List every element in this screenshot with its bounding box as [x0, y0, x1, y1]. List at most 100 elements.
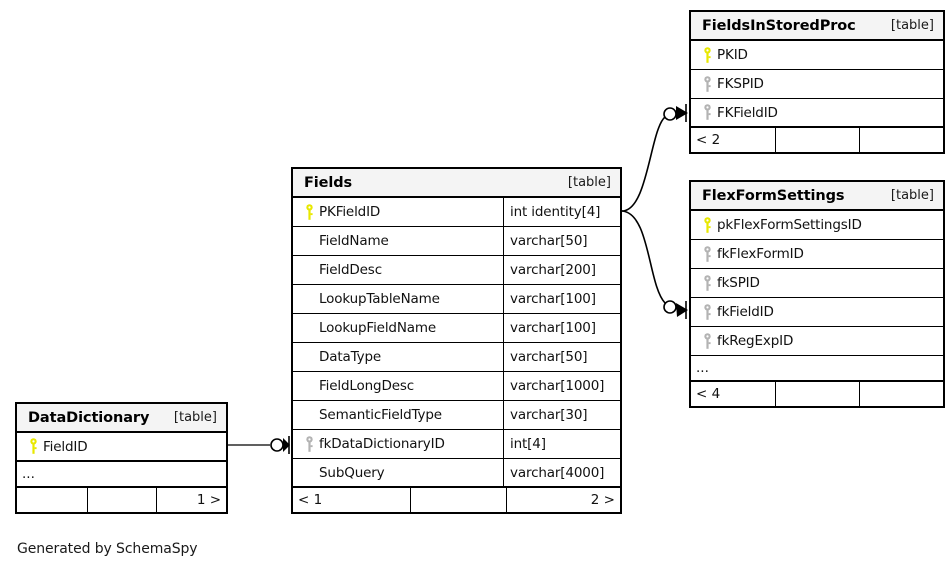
table-header: FlexFormSettings [table] — [691, 182, 943, 211]
foreign-key-icon — [697, 104, 717, 121]
table-type-tag: [table] — [567, 175, 611, 190]
table-header: DataDictionary [table] — [17, 404, 226, 433]
column-type-label: varchar[50] — [510, 349, 588, 365]
table-row[interactable]: FieldDesc varchar[200] — [293, 256, 620, 285]
footer-cell-right — [859, 128, 943, 152]
table-footer: < 1 2 > — [293, 488, 620, 512]
primary-key-icon — [697, 216, 717, 234]
column-type-cell: varchar[100] — [503, 314, 620, 342]
table-title: DataDictionary — [28, 409, 150, 426]
column-label: FieldDesc — [319, 262, 382, 278]
column-name-cell: pkFlexFormSettingsID — [691, 211, 943, 239]
column-label: FieldID — [43, 438, 88, 455]
table-row[interactable]: FieldLongDesc varchar[1000] — [293, 372, 620, 401]
footer-cell-left[interactable]: < 1 — [298, 492, 323, 508]
column-label: SemanticFieldType — [319, 407, 442, 423]
footer-cell-middle — [775, 382, 859, 406]
footer-cell-middle — [775, 128, 859, 152]
column-type-label: varchar[100] — [510, 291, 596, 307]
table-row[interactable]: fkFieldID — [691, 298, 943, 327]
table-row[interactable]: PKFieldID int identity[4] — [293, 198, 620, 227]
footer-cell-right — [859, 382, 943, 406]
column-type-label: varchar[50] — [510, 233, 588, 249]
table-row[interactable]: DataType varchar[50] — [293, 343, 620, 372]
column-type-cell: varchar[50] — [503, 343, 620, 371]
footer-cell-left[interactable]: < 4 — [696, 386, 721, 402]
footer-cell-right[interactable]: 2 > — [506, 488, 620, 512]
column-label: LookupFieldName — [319, 320, 437, 336]
column-label: FieldLongDesc — [319, 378, 415, 394]
column-type-cell: varchar[100] — [503, 285, 620, 313]
primary-key-icon — [697, 46, 717, 64]
column-type-cell: int[4] — [503, 430, 620, 458]
column-type-cell: int identity[4] — [503, 198, 620, 226]
column-name-cell: LookupTableName — [293, 285, 503, 313]
column-type-cell: varchar[50] — [503, 227, 620, 255]
table-row[interactable]: FKSPID — [691, 70, 943, 99]
column-label: PKID — [717, 47, 748, 63]
ellipsis-label: ... — [22, 466, 35, 482]
column-type-label: varchar[1000] — [510, 378, 605, 394]
column-label: fkFlexFormID — [717, 246, 804, 262]
column-type-cell: varchar[30] — [503, 401, 620, 429]
table-row[interactable]: fkRegExpID — [691, 327, 943, 356]
generated-by-caption: Generated by SchemaSpy — [17, 541, 198, 557]
column-type-label: int identity[4] — [510, 204, 601, 220]
optional-marker — [663, 107, 677, 121]
table-row[interactable]: PKID — [691, 41, 943, 70]
table-footer: < 2 — [691, 128, 943, 152]
table-row[interactable]: fkSPID — [691, 269, 943, 298]
column-name-cell: FKFieldID — [691, 99, 943, 126]
table-fields-in-stored-proc[interactable]: FieldsInStoredProc [table] PKID — [689, 10, 945, 154]
column-label: fkFieldID — [717, 304, 774, 320]
table-row[interactable]: FieldID — [17, 433, 226, 462]
column-name-cell: FieldLongDesc — [293, 372, 503, 400]
column-name-cell: FKSPID — [691, 70, 943, 98]
column-name-cell: fkSPID — [691, 269, 943, 297]
more-columns-indicator: ... — [17, 462, 226, 488]
foreign-key-icon — [299, 435, 319, 453]
table-flex-form-settings[interactable]: FlexFormSettings [table] pkFlexFormSetti… — [689, 180, 945, 408]
column-label: LookupTableName — [319, 291, 440, 307]
table-row[interactable]: LookupTableName varchar[100] — [293, 285, 620, 314]
footer-cell-right[interactable]: 1 > — [156, 488, 226, 512]
foreign-key-icon — [697, 303, 717, 321]
column-type-label: int[4] — [510, 436, 546, 452]
foreign-key-icon — [697, 75, 717, 93]
table-row[interactable]: SemanticFieldType varchar[30] — [293, 401, 620, 430]
edge-fields-to-flexformsettings — [621, 210, 688, 319]
table-header: Fields [table] — [293, 169, 620, 198]
column-label: DataType — [319, 349, 382, 365]
column-label: fkDataDictionaryID — [319, 436, 445, 452]
table-row[interactable]: pkFlexFormSettingsID — [691, 211, 943, 240]
table-row[interactable]: FKFieldID — [691, 99, 943, 128]
column-name-cell: SemanticFieldType — [293, 401, 503, 429]
table-row[interactable]: fkDataDictionaryID int[4] — [293, 430, 620, 459]
table-data-dictionary[interactable]: DataDictionary [table] FieldID ... — [15, 402, 228, 514]
table-row[interactable]: LookupFieldName varchar[100] — [293, 314, 620, 343]
optional-marker — [663, 300, 677, 314]
column-type-label: varchar[4000] — [510, 464, 605, 481]
table-footer: < 4 — [691, 382, 943, 406]
table-fields[interactable]: Fields [table] PKFieldID int identity[4] — [291, 167, 622, 514]
footer-cell-left — [17, 488, 87, 512]
footer-cell-left[interactable]: < 2 — [696, 132, 721, 148]
arrowhead — [283, 438, 290, 452]
column-label: fkSPID — [717, 275, 760, 291]
table-row[interactable]: fkFlexFormID — [691, 240, 943, 269]
column-name-cell: PKID — [691, 41, 943, 69]
table-row[interactable]: FieldName varchar[50] — [293, 227, 620, 256]
column-label: FKSPID — [717, 76, 764, 92]
column-type-cell: varchar[1000] — [503, 372, 620, 400]
table-type-tag: [table] — [173, 410, 217, 425]
arrowhead — [676, 106, 688, 120]
table-title: FieldsInStoredProc — [702, 17, 856, 34]
table-title: FlexFormSettings — [702, 187, 845, 204]
ellipsis-label: ... — [696, 360, 709, 376]
table-type-tag: [table] — [890, 188, 934, 203]
column-name-cell: DataType — [293, 343, 503, 371]
more-columns-indicator: ... — [691, 356, 943, 382]
column-name-cell: PKFieldID — [293, 198, 503, 226]
table-row[interactable]: SubQuery varchar[4000] — [293, 459, 620, 488]
column-type-cell: varchar[200] — [503, 256, 620, 284]
